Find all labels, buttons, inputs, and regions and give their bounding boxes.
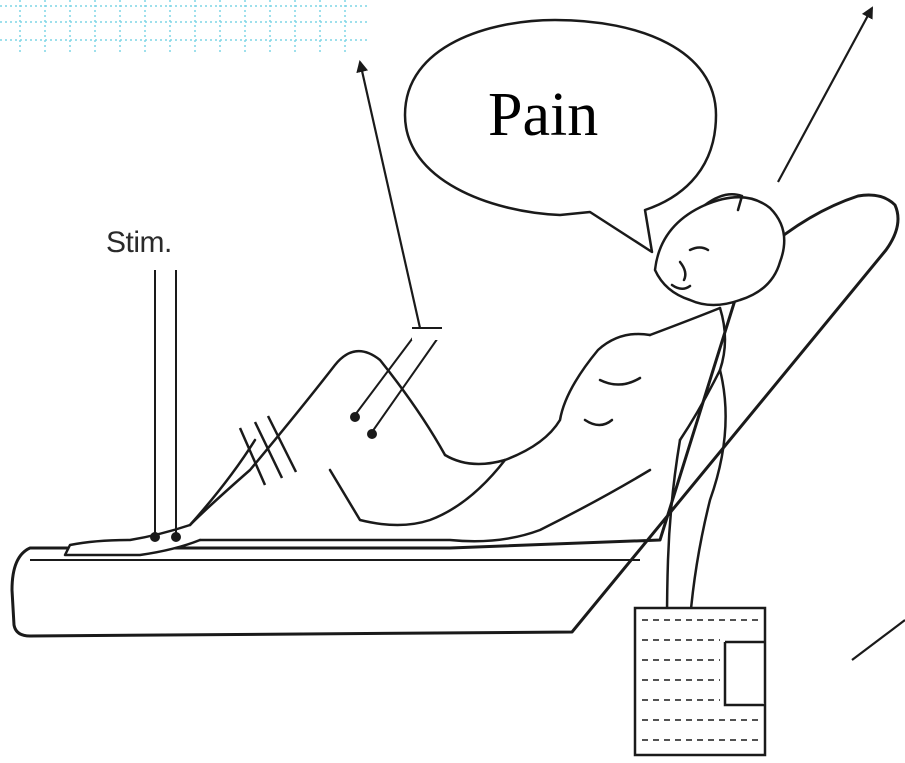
ice-bucket xyxy=(635,608,765,755)
torso xyxy=(445,334,650,464)
stim-label: Stim. xyxy=(106,226,172,260)
raised-leg xyxy=(190,351,445,525)
dotted-grid xyxy=(0,0,368,55)
pain-speech-text: Pain xyxy=(488,80,598,151)
arrow-from-head xyxy=(778,8,872,182)
cable-mask xyxy=(412,328,452,340)
line-right-bottom xyxy=(852,620,905,660)
stim-electrode-wires xyxy=(151,270,180,541)
